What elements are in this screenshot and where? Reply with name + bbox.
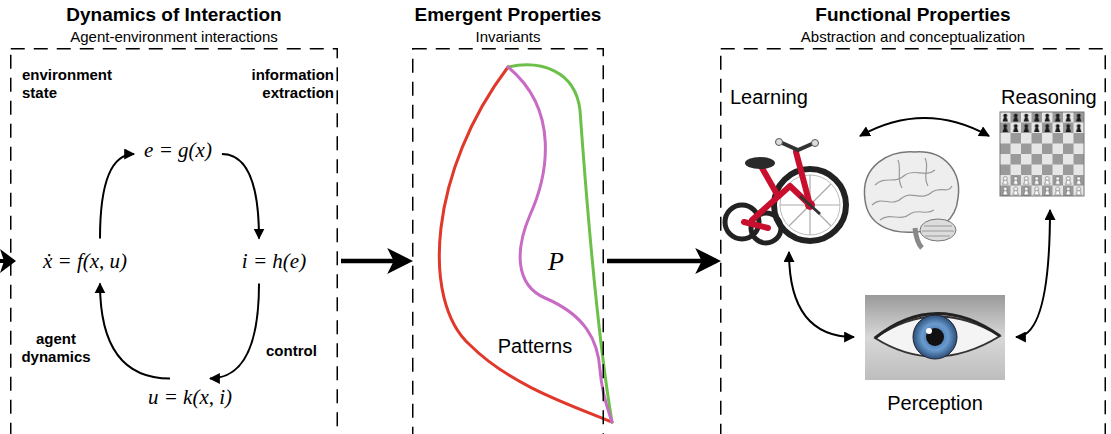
cycle-arrow — [789, 252, 854, 337]
picture-node: Learning — [724, 86, 854, 248]
cycle-arrow — [100, 284, 170, 379]
loop-stage-label: information extraction — [222, 66, 334, 102]
pattern-curves — [439, 65, 612, 422]
tricycle-picture — [725, 139, 846, 244]
dashed-panel: Dynamics of InteractionAgent-environment… — [10, 0, 338, 434]
equation-node: i = h(e) — [238, 247, 310, 276]
brain-picture — [864, 152, 958, 248]
panel-title: Dynamics of Interaction — [66, 4, 281, 26]
panel-title: Emergent Properties — [415, 4, 602, 26]
equation-text: ẋ = f(x, u) — [39, 247, 131, 276]
dashed-border-line — [413, 49, 604, 434]
picture-caption: Learning — [730, 86, 808, 109]
loop-stage-label: environment state — [22, 66, 134, 102]
flow-arrow — [607, 259, 716, 264]
chessboard-picture — [1000, 112, 1084, 196]
picture-node: Reasoning — [995, 86, 1101, 204]
panel-subtitle: Invariants — [475, 28, 540, 45]
dashed-panel: Emergent PropertiesInvariants — [412, 0, 604, 434]
equation-text: i = h(e) — [238, 247, 310, 276]
dashed-border-line — [721, 49, 1106, 434]
panel-subtitle: Agent-environment interactions — [70, 28, 278, 45]
dashed-border — [412, 48, 604, 434]
cycle-arrow — [100, 154, 134, 239]
equation-text: u = k(x, i) — [144, 383, 236, 412]
dashed-border — [10, 48, 338, 434]
equation-node: ẋ = f(x, u) — [39, 247, 131, 276]
region-label: Patterns — [498, 334, 572, 358]
loop-stage-label: agent dynamics — [20, 330, 92, 366]
eye-picture — [865, 295, 1005, 380]
panel-title: Functional Properties — [815, 4, 1010, 26]
picture-caption: Perception — [858, 392, 1012, 415]
region-symbol: P — [548, 247, 564, 277]
dashed-border-line — [11, 49, 338, 434]
panel-subtitle: Abstraction and conceptualization — [801, 28, 1025, 45]
incoming-arrow — [0, 249, 16, 273]
dashed-panel: Functional PropertiesAbstraction and con… — [720, 0, 1106, 434]
equation-node: u = k(x, i) — [144, 383, 236, 412]
cycle-arrow — [1016, 210, 1050, 337]
equation-node: e = g(x) — [140, 136, 216, 165]
loop-stage-label: control — [266, 342, 326, 360]
cycle-arrow — [210, 284, 259, 379]
cycle-arrow — [222, 154, 259, 239]
cycle-arrow — [860, 118, 989, 136]
equation-text: e = g(x) — [140, 136, 216, 165]
picture-node: Perception — [858, 292, 1012, 417]
flow-arrow — [341, 259, 408, 264]
picture-caption: Reasoning — [1001, 86, 1097, 109]
